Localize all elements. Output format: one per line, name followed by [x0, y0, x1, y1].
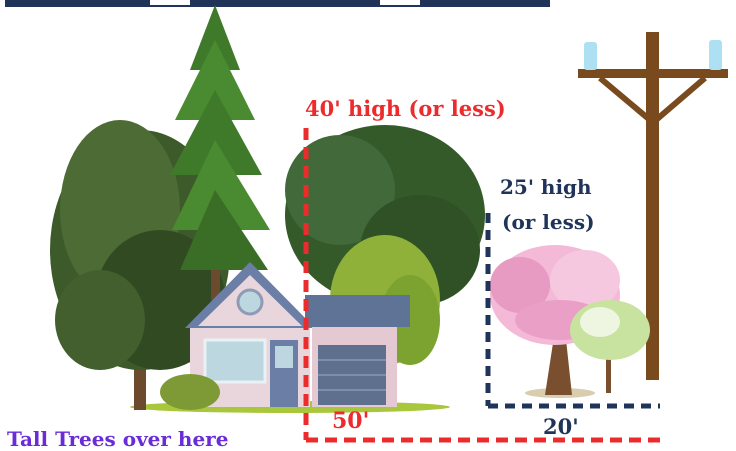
small-tree-zone-guide: [485, 213, 660, 409]
deciduous-tree-icon: [50, 120, 230, 410]
blossom-tree-icon: [490, 245, 650, 398]
large-tree-height-label: 40' high (or less): [305, 96, 506, 121]
small-tree-height-qualifier: (or less): [502, 210, 595, 234]
large-tree-zone-guide: [303, 128, 660, 443]
utility-pole-icon: [578, 32, 728, 380]
small-tree-distance-label: 20': [543, 414, 579, 439]
heading-banner: [5, 0, 550, 7]
shrub-icon: [160, 374, 220, 410]
pine-tree-icon: [170, 5, 270, 300]
large-tree-distance-label: 50': [332, 408, 370, 434]
tall-trees-note: Tall Trees over here: [7, 427, 229, 451]
small-tree-height-label: 25' high: [500, 175, 592, 199]
